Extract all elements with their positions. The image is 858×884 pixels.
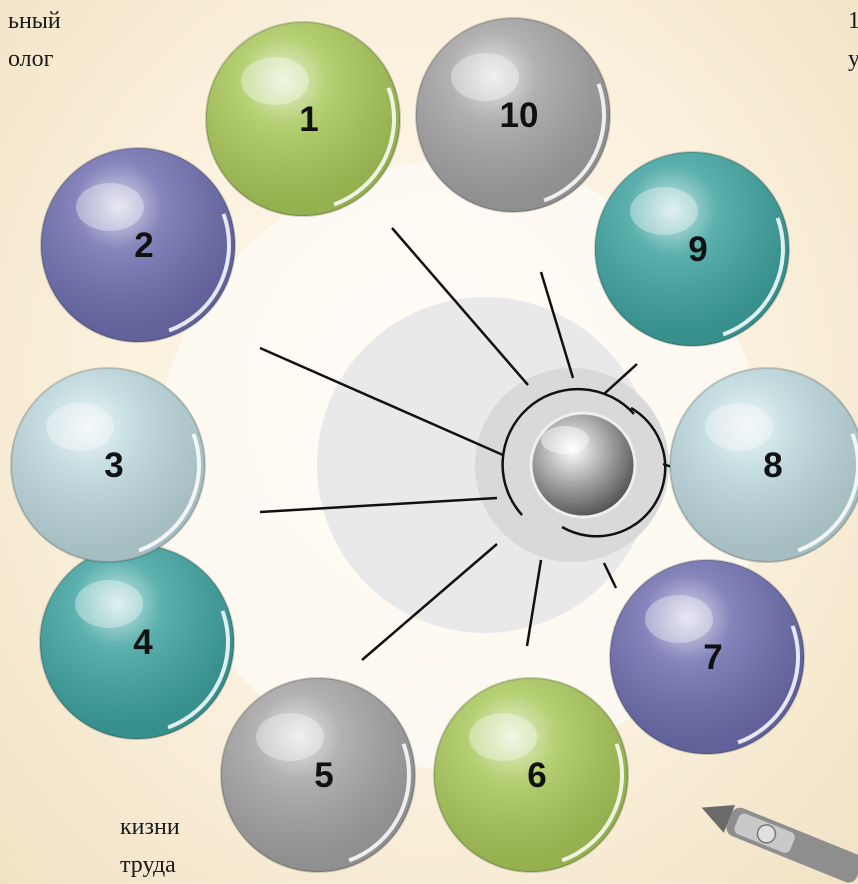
bubble-label: 8 [763,446,782,485]
bubble-highlight [76,183,144,231]
bubble-label: 7 [703,638,722,677]
bubble-highlight [46,403,114,451]
bubble-label: 10 [500,96,539,135]
bubble-label: 3 [104,446,123,485]
bubble-9: 9 [595,152,789,346]
hub-highlight [541,426,589,454]
bubble-highlight [630,187,698,235]
bubble-highlight [75,580,143,628]
bubble-10: 10 [416,18,610,212]
bubble-label: 1 [299,100,318,139]
bubble-highlight [469,713,537,761]
bubble-highlight [705,403,773,451]
bubble-5: 5 [221,678,415,872]
bubble-label: 2 [134,226,153,265]
bubble-6: 6 [434,678,628,872]
bubble-label: 5 [314,756,333,795]
fountain-pen-icon [696,794,858,883]
bubble-highlight [241,57,309,105]
bubble-label: 9 [688,230,707,269]
bubble-1: 1 [206,22,400,216]
bubble-highlight [256,713,324,761]
bubble-label: 6 [527,756,546,795]
center-sphere-icon [531,413,635,517]
bubble-4: 4 [40,545,234,739]
bubble-highlight [645,595,713,643]
bubble-2: 2 [41,148,235,342]
bubble-3: 3 [11,368,205,562]
bubble-label: 4 [133,623,153,662]
bubble-7: 7 [610,560,804,754]
bubble-highlight [451,53,519,101]
bubble-8: 8 [670,368,858,562]
